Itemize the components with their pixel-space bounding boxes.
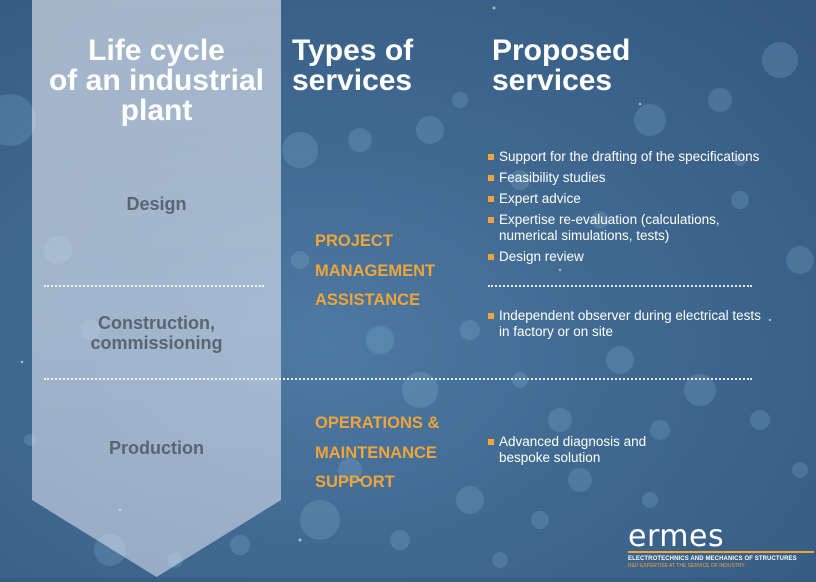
list-item-text: Feasibility studies [499, 170, 606, 185]
proposed-services-design-list: Support for the drafting of the specific… [488, 149, 808, 270]
service-operations-line3: SUPPORT [315, 473, 395, 491]
list-item-text: Independent observer during electrical t… [499, 308, 761, 339]
bullet-square-icon [488, 313, 494, 319]
bullet-square-icon [488, 175, 494, 181]
header-types-line2: services [292, 64, 413, 97]
list-item: Support for the drafting of the specific… [488, 149, 808, 165]
phase-production: Production [109, 438, 204, 458]
logo-wordmark: ermes [628, 519, 725, 554]
logo-tagline-1: ELECTROTECHNICS AND MECHANICS OF STRUCTU… [628, 556, 797, 562]
divider-design-construction [44, 285, 264, 287]
ermes-logo: ermes ELECTROTECHNICS AND MECHANICS OF S… [628, 522, 816, 569]
divider-design-construction-right [488, 285, 752, 287]
service-operations-maintenance: OPERATIONS & MAINTENANCE SUPPORT [315, 409, 439, 498]
bullet-square-icon [488, 217, 494, 223]
phase-construction-line2: commissioning [90, 333, 223, 353]
proposed-services-construction-list: Independent observer during electrical t… [488, 308, 788, 345]
service-project-line1: PROJECT [315, 232, 393, 250]
logo-tagline-2: R&D EXPERTISE AT THE SERVICE OF INDUSTRY [628, 563, 745, 569]
list-item-text: Advanced diagnosis and bespoke solution [499, 434, 647, 465]
header-lifecycle-line1: Life cycle [88, 34, 225, 67]
phase-construction: Construction, commissioning [32, 313, 281, 353]
divider-construction-production [44, 378, 752, 380]
logo-accent-bar [628, 551, 814, 553]
header-lifecycle-line3: plant [120, 94, 193, 127]
bullet-square-icon [488, 154, 494, 160]
list-item: Expertise re-evaluation (calculations, n… [488, 212, 749, 244]
header-types-of-services: Types of services [292, 36, 442, 96]
bullet-square-icon [488, 439, 494, 445]
lifecycle-arrow-column [32, 0, 281, 577]
service-operations-line2: MAINTENANCE [315, 443, 437, 462]
list-item: Feasibility studies [488, 170, 808, 186]
bullet-square-icon [488, 254, 494, 260]
header-lifecycle-line2: of an industrial [48, 64, 264, 97]
service-project-line3: ASSISTANCE [315, 291, 421, 309]
list-item-text: Expertise re-evaluation (calculations, n… [499, 212, 720, 243]
header-proposed-line2: services [492, 64, 613, 97]
list-item: Expert advice [488, 191, 808, 207]
bullet-square-icon [488, 196, 494, 202]
list-item: Design review [488, 249, 808, 265]
list-item: Independent observer during electrical t… [488, 308, 767, 340]
header-types-line1: Types of [292, 34, 414, 67]
service-project-line2: MANAGEMENT [315, 261, 436, 280]
service-project-management: PROJECT MANAGEMENT ASSISTANCE [315, 227, 435, 316]
list-item: Advanced diagnosis and bespoke solution [488, 434, 649, 466]
list-item-text: Support for the drafting of the specific… [499, 149, 760, 164]
list-item-text: Expert advice [499, 191, 581, 206]
proposed-services-production-list: Advanced diagnosis and bespoke solution [488, 434, 788, 471]
header-proposed-services: Proposed services [492, 36, 692, 96]
header-proposed-line1: Proposed [492, 34, 631, 67]
header-lifecycle: Life cycle of an industrial plant [32, 36, 281, 126]
phase-design: Design [126, 194, 187, 214]
service-operations-line1: OPERATIONS & [315, 414, 440, 432]
phase-construction-line1: Construction, [98, 313, 215, 333]
list-item-text: Design review [499, 249, 584, 264]
